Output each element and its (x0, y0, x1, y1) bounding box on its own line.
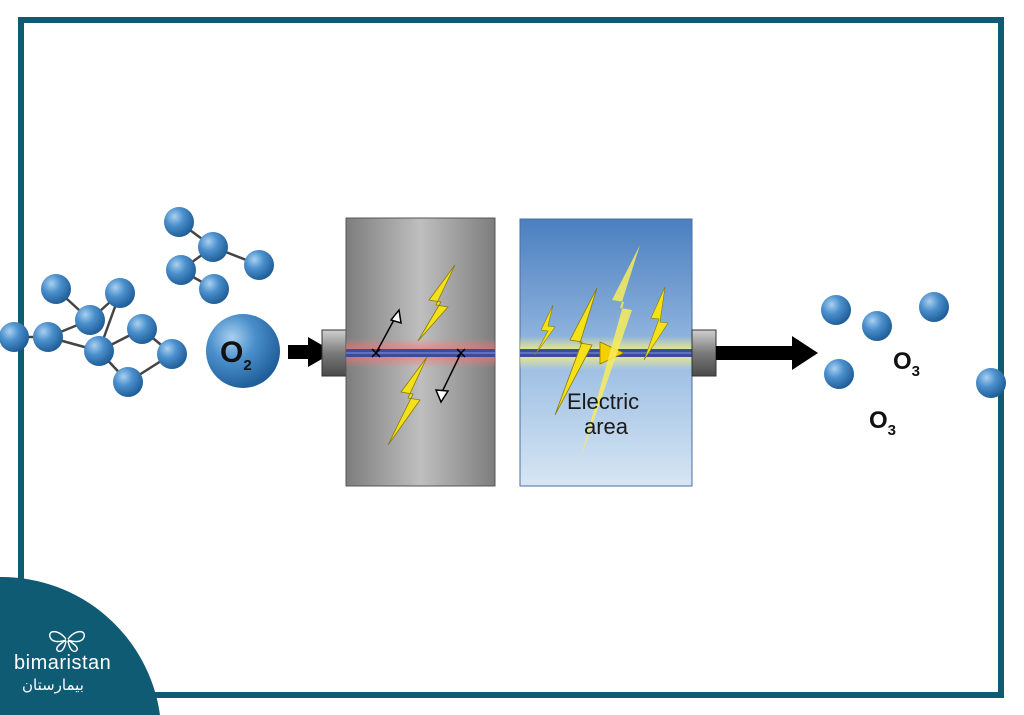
inlet-connector (321, 329, 347, 377)
lightning-bolt-icon (554, 287, 598, 416)
brand-name-arabic: بيمارستان (22, 676, 84, 694)
oxygen-o2-label: O2 (220, 336, 252, 374)
ozone-label-1: O3 (893, 348, 920, 380)
brand-name-latin: bimaristan (14, 652, 112, 674)
electric-area-label-line1: Electric (567, 389, 639, 414)
gray-chamber (345, 217, 496, 487)
ozone-label-2: O3 (869, 407, 896, 439)
lightning-bolt-icon (534, 304, 556, 356)
ozone-atoms-right (821, 292, 1006, 398)
oxygen-o2-sphere (206, 314, 280, 388)
field-arrow-up (371, 308, 402, 358)
butterfly-icon (49, 630, 85, 653)
brand-corner-badge (0, 576, 160, 715)
lightning-bolt-icon (387, 356, 428, 446)
electric-area-label-line2: area (584, 414, 629, 439)
diagram-frame (18, 17, 1004, 698)
lightning-bolt-icon (643, 286, 669, 361)
electric-chamber: Electric area (519, 218, 693, 487)
input-arrow (288, 337, 334, 367)
output-arrow (716, 336, 818, 370)
lightning-bolt-icon (580, 245, 640, 460)
field-arrow-down (434, 348, 466, 404)
lightning-bolt-icon (417, 264, 456, 342)
oxygen-atoms-left (0, 207, 274, 397)
outlet-connector (691, 329, 717, 377)
